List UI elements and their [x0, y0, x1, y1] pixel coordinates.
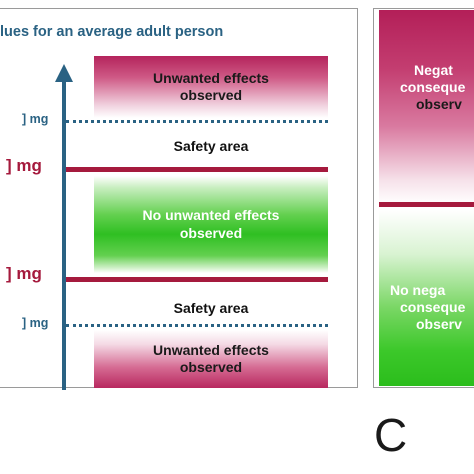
band-unwanted-bottom: Unwanted effects observed: [94, 330, 328, 388]
band-no-unwanted-line2: observed: [179, 224, 243, 241]
threshold-dotted-bottom: [66, 324, 328, 327]
label-solid-top: ] mg: [6, 156, 42, 175]
threshold-dotted-top: [66, 120, 328, 123]
label-dotted-bottom: ] mg: [22, 316, 49, 330]
right-threshold-line: [379, 202, 474, 207]
band-no-unwanted-line1: No unwanted effects: [142, 207, 280, 223]
right-no-negative-line1: No nega: [390, 282, 446, 298]
right-band-negative: Negat conseque observ: [379, 10, 474, 204]
right-negative-line2: conseque: [400, 78, 466, 95]
right-negative-line1: Negat: [414, 62, 453, 78]
label-solid-bottom: ] mg: [6, 264, 42, 283]
threshold-solid-top: [66, 167, 328, 172]
band-unwanted-top-line2: observed: [179, 87, 243, 103]
band-unwanted-top: Unwanted effects observed: [94, 56, 328, 118]
safety-area-bottom: Safety area: [173, 300, 249, 316]
safety-area-top: Safety area: [173, 138, 249, 154]
right-band-no-negative-text: No nega conseque observ: [390, 282, 465, 332]
panel-letter: C: [374, 409, 408, 461]
band-unwanted-top-line1: Unwanted effects: [153, 69, 269, 86]
right-band-negative-text: Negat conseque observ: [400, 62, 465, 112]
threshold-solid-bottom: [66, 277, 328, 282]
band-no-unwanted: No unwanted effects observed: [94, 176, 328, 273]
band-unwanted-bottom-line1: Unwanted effects: [153, 341, 269, 358]
right-no-negative-line2: conseque: [400, 298, 466, 315]
panel-title: lues for an average adult person: [0, 24, 224, 40]
band-unwanted-bottom-line2: observed: [179, 359, 243, 375]
right-negative-line3: observ: [416, 95, 462, 112]
label-dotted-top: ] mg: [22, 112, 49, 126]
right-no-negative-line3: observ: [416, 315, 462, 332]
right-band-no-negative: No nega conseque observ: [379, 210, 474, 386]
